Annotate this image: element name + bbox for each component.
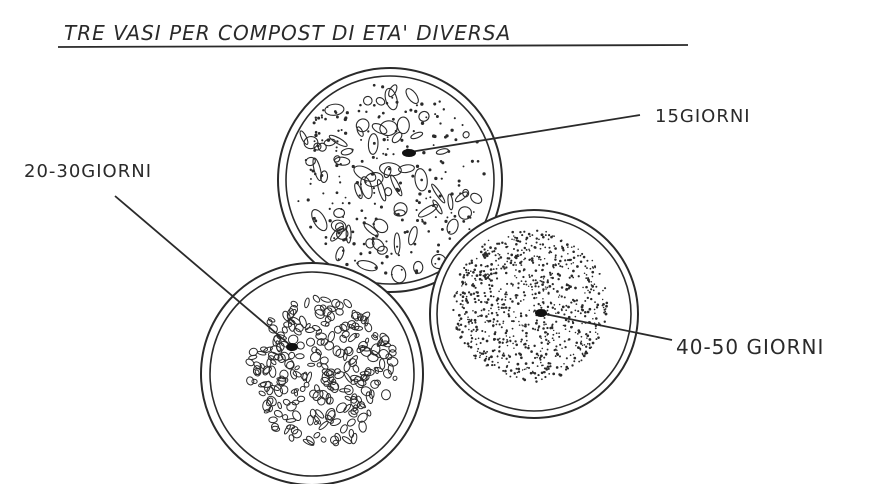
- marker-dot-20-30: [286, 343, 298, 351]
- title-underline: [57, 44, 689, 48]
- leader-line-40-50: [539, 312, 673, 341]
- diagram-title: TRE VASI PER COMPOST DI ETA' DIVERSA: [64, 21, 511, 45]
- fine-compost-texture: [452, 229, 609, 383]
- medium-compost-texture: [245, 294, 399, 447]
- label-40-50-days: 40-50 GIORNI: [676, 335, 824, 359]
- pot-20-30-days: [200, 262, 424, 484]
- pot-40-50-days: [429, 209, 639, 419]
- marker-dot-40-50: [535, 309, 547, 317]
- leader-line-20-30: [114, 195, 291, 346]
- marker-dot-15: [402, 149, 416, 157]
- label-15-days: 15GIORNI: [655, 106, 751, 127]
- label-20-30-days: 20-30GIORNI: [24, 161, 152, 182]
- leader-line-15: [409, 114, 641, 153]
